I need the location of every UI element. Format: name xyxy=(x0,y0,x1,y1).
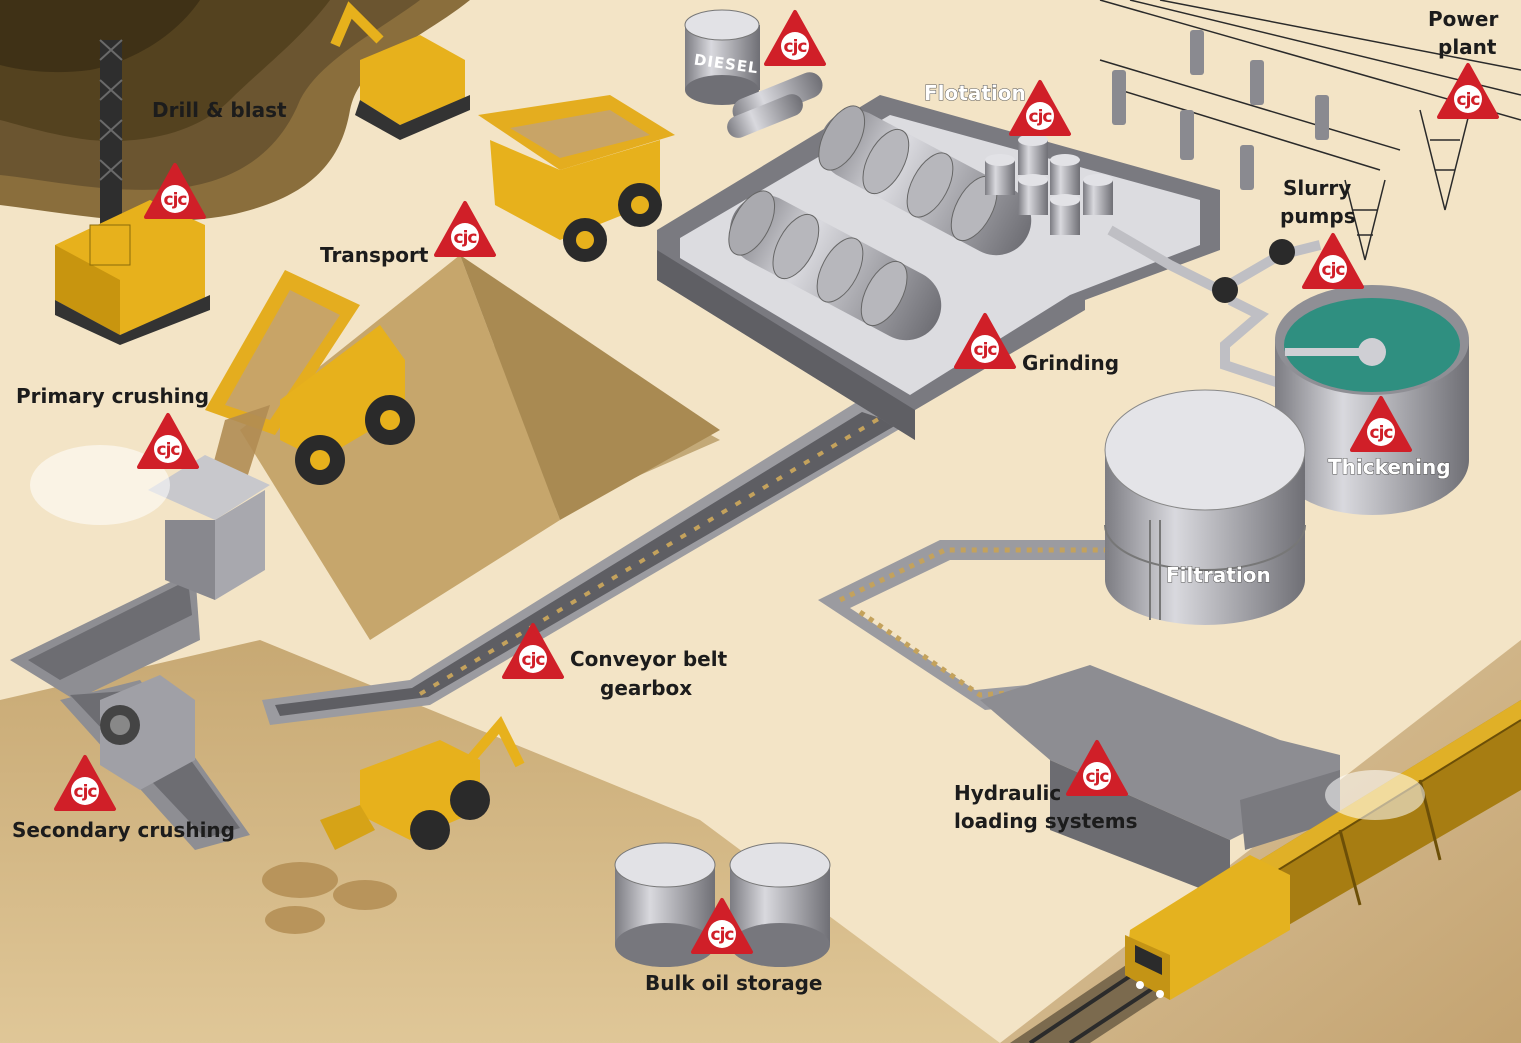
cjc-badge-text: cjc xyxy=(1086,767,1109,787)
grinding-mills xyxy=(728,105,1032,341)
dirt-piles xyxy=(262,862,397,934)
conveyor-main xyxy=(262,400,915,725)
cjc-badge-text: cjc xyxy=(74,782,97,802)
filtration-tank xyxy=(1104,389,1306,625)
flotation-cells xyxy=(985,134,1113,235)
dump-truck xyxy=(205,270,415,485)
cjc-badge-text: cjc xyxy=(784,37,807,57)
label-hydraulic-line1: Hydraulic xyxy=(954,781,1061,805)
cjc-badge: cjc xyxy=(144,163,206,219)
haul-truck-top xyxy=(478,95,675,262)
bulk-oil-tanks xyxy=(614,842,831,967)
diesel-tank xyxy=(684,9,823,138)
drill-rig xyxy=(55,39,210,345)
cjc-badge: cjc xyxy=(1066,740,1128,796)
cjc-badge: cjc xyxy=(502,623,564,679)
train-dust xyxy=(1325,770,1425,820)
cjc-badge: cjc xyxy=(434,201,496,257)
cjc-badge: cjc xyxy=(137,413,199,469)
cjc-badge: cjc xyxy=(1302,233,1364,289)
cjc-badge-text: cjc xyxy=(1370,423,1393,443)
cjc-badge-text: cjc xyxy=(164,190,187,210)
label-power-line1: Power xyxy=(1428,7,1498,31)
cjc-badge-text: cjc xyxy=(522,650,545,670)
cjc-badge: cjc xyxy=(691,898,753,954)
crusher-dust xyxy=(30,445,170,525)
label-conveyor-line2: gearbox xyxy=(600,676,692,700)
excavator xyxy=(330,1,470,140)
front-loader xyxy=(320,716,525,850)
slurry-pump xyxy=(1269,239,1295,265)
label-filtration: Filtration xyxy=(1166,563,1271,587)
insulators xyxy=(1112,30,1329,190)
cjc-badge: cjc xyxy=(1437,63,1499,119)
label-conveyor-line1: Conveyor belt xyxy=(570,647,728,671)
cjc-badge-text: cjc xyxy=(974,340,997,360)
label-slurry-line2: pumps xyxy=(1280,204,1356,228)
cjc-badge-text: cjc xyxy=(1322,260,1345,280)
label-drill-blast: Drill & blast xyxy=(152,98,287,122)
cjc-badge-text: cjc xyxy=(454,228,477,248)
primary-crusher xyxy=(148,455,270,600)
cjc-badge: cjc xyxy=(1009,80,1071,136)
label-hydraulic-line2: loading systems xyxy=(954,809,1138,833)
label-power-line2: plant xyxy=(1438,35,1497,59)
label-flotation: Flotation xyxy=(924,81,1026,105)
cjc-badge: cjc xyxy=(954,313,1016,369)
thickener-tank xyxy=(1275,285,1469,515)
label-grinding: Grinding xyxy=(1022,351,1119,375)
label-secondary-crushing: Secondary crushing xyxy=(12,818,235,842)
cjc-badge: cjc xyxy=(1350,396,1412,452)
secondary-crusher xyxy=(100,675,195,790)
cjc-badge-text: cjc xyxy=(1029,107,1052,127)
cjc-badge: cjc xyxy=(54,755,116,811)
slurry-pipes xyxy=(1107,225,1322,390)
label-thickening: Thickening xyxy=(1328,455,1451,479)
label-primary-crushing: Primary crushing xyxy=(16,384,209,408)
cjc-badge-text: cjc xyxy=(711,925,734,945)
label-bulk-oil: Bulk oil storage xyxy=(645,971,822,995)
power-lines xyxy=(1099,0,1521,261)
cjc-badge-text: cjc xyxy=(157,440,180,460)
label-transport: Transport xyxy=(320,243,429,267)
cjc-badge: cjc xyxy=(764,10,826,66)
cjc-badge-text: cjc xyxy=(1457,90,1480,110)
cjc-badges: cjc cjc cjc cjc cjc cjc cjc cjc cjc cjc … xyxy=(54,10,1499,954)
slurry-pump xyxy=(1212,277,1238,303)
ore-pile xyxy=(240,255,560,640)
label-slurry-line1: Slurry xyxy=(1283,176,1351,200)
